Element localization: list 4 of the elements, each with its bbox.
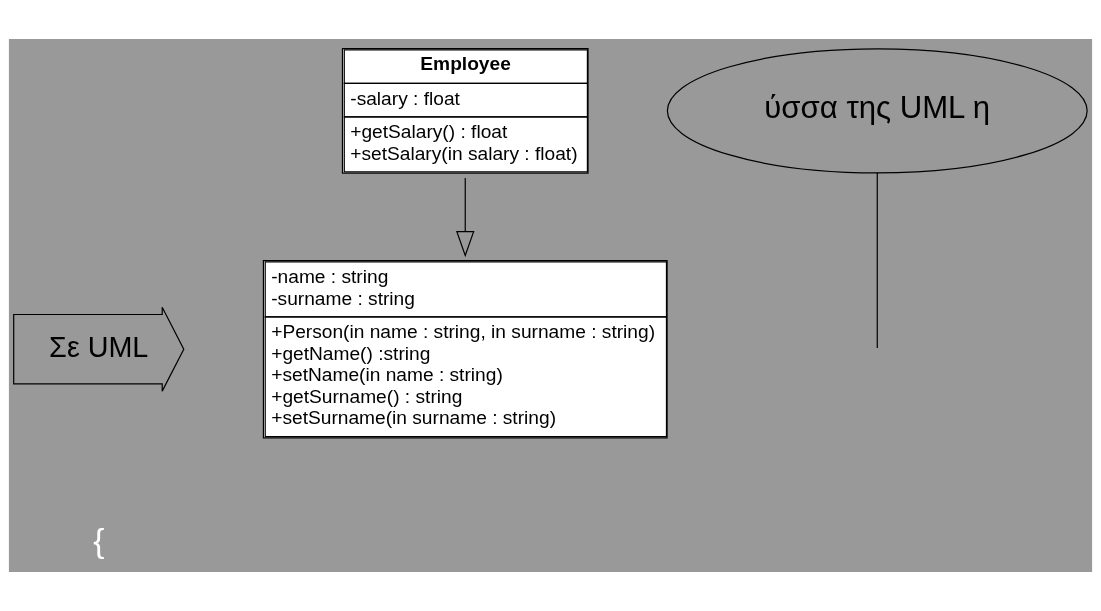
label: { <box>93 522 105 560</box>
connector <box>876 172 878 349</box>
arrow <box>456 177 475 258</box>
node-ellipse: ύσσα της UML η <box>666 48 1088 174</box>
